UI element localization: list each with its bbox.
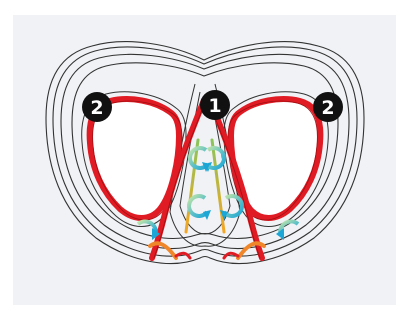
- badge-label: 2: [321, 97, 334, 119]
- badge-label: 2: [90, 97, 103, 119]
- circular-arrow-icon: [189, 196, 211, 220]
- badge-label: 1: [208, 95, 221, 117]
- badge-right: 2: [313, 92, 343, 122]
- badge-left: 2: [82, 92, 112, 122]
- right-lens-ring: [224, 92, 328, 227]
- badge-center: 1: [200, 90, 230, 120]
